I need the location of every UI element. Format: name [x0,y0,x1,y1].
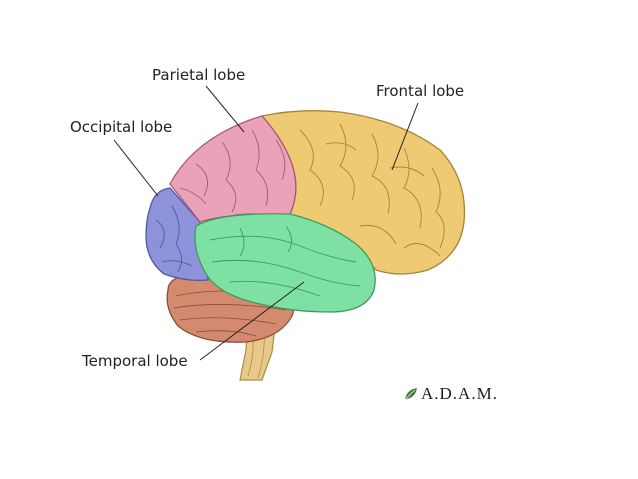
occipital-leader [113,139,159,197]
frontal-lobe-label: Frontal lobe [376,82,465,100]
temporal-lobe-label: Temporal lobe [82,352,188,370]
leaf-icon [404,388,417,401]
occipital-lobe-label: Occipital lobe [70,118,173,136]
temporal-leader [199,281,305,361]
frontal-leader [391,102,419,171]
logo-text: A.D.A.M. [421,384,498,403]
occipital-lobe [145,187,209,282]
parietal-lobe-label: Parietal lobe [152,66,246,84]
parietal-leader [205,85,245,133]
temporal-lobe [194,213,376,313]
adam-logo: A.D.A.M. [403,384,498,404]
